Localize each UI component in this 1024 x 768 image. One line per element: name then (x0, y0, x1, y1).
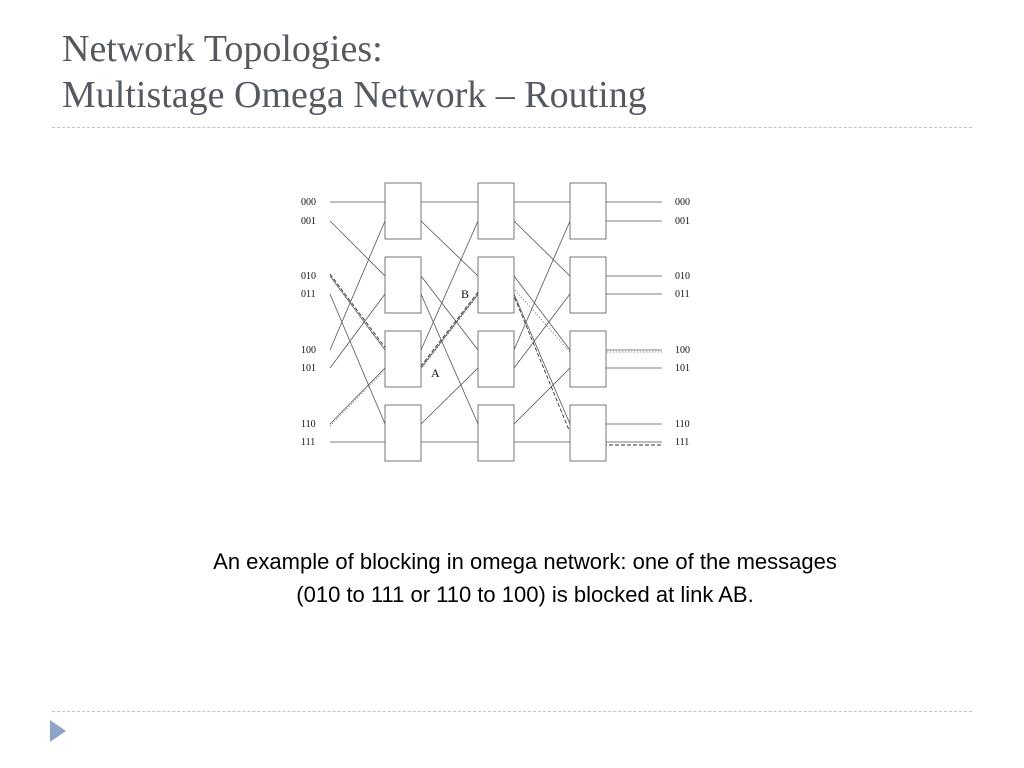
switch-box (477, 256, 515, 314)
shuffle-link (329, 293, 386, 425)
output-port-label: 010 (675, 271, 690, 282)
shuffle-link (513, 293, 571, 425)
network-wires (329, 201, 662, 443)
shuffle-link (420, 275, 479, 351)
input-port-label: 101 (301, 363, 316, 374)
slide-title-line-2: Multistage Omega Network – Routing (62, 74, 647, 116)
output-port-label: 100 (675, 345, 690, 356)
switch-box (569, 256, 607, 314)
caption-line-1: An example of blocking in omega network:… (213, 549, 837, 574)
input-port-label: 111 (301, 437, 315, 448)
shuffle-link (329, 220, 386, 351)
input-port-label: 100 (301, 345, 316, 356)
input-port-label: 001 (301, 216, 316, 227)
output-port-label: 111 (675, 437, 689, 448)
footer-divider (52, 711, 972, 712)
shuffle-link (513, 367, 571, 425)
output-port-label: 101 (675, 363, 690, 374)
switch-box (477, 182, 515, 240)
switch-box (569, 330, 607, 388)
shuffle-link (420, 220, 479, 351)
slide-caption: An example of blocking in omega network:… (110, 545, 940, 611)
node-b-label: B (461, 287, 469, 301)
output-port-label: 001 (675, 216, 690, 227)
shuffle-link (513, 275, 571, 351)
switch-boxes (384, 182, 607, 462)
shuffle-link (329, 293, 386, 369)
switch-box (477, 330, 515, 388)
input-port-label: 011 (301, 289, 316, 300)
switch-box (384, 330, 422, 388)
switch-box (384, 256, 422, 314)
shuffle-link (420, 293, 479, 369)
port-labels: 000 001 010 011 100 101 110 111 000 001 010 011 100 1… (301, 197, 690, 448)
shuffle-link (420, 220, 479, 277)
output-port-label: 011 (675, 289, 690, 300)
shuffle-link (420, 367, 479, 425)
shuffle-link (329, 220, 386, 277)
input-port-label: 000 (301, 197, 316, 208)
slide-title: Network Topologies: Multistage Omega Net… (62, 26, 647, 118)
caption-line-2: (010 to 111 or 110 to 100) is blocked at… (296, 582, 754, 607)
switch-box (569, 182, 607, 240)
input-port-label: 010 (301, 271, 316, 282)
switch-box (384, 404, 422, 462)
node-a-label: A (431, 366, 440, 380)
output-port-label: 000 (675, 197, 690, 208)
slide-title-line-1: Network Topologies: (62, 28, 383, 70)
shuffle-link (513, 220, 571, 277)
shuffle-link (329, 275, 386, 351)
switch-box (477, 404, 515, 462)
shuffle-link (329, 367, 386, 425)
omega-network-diagram: 000 001 010 011 100 101 110 111 000 001 010 011 100 1… (301, 182, 690, 462)
bullet-arrow-icon (50, 720, 66, 742)
switch-box (384, 182, 422, 240)
shuffle-link (513, 293, 571, 369)
output-port-label: 110 (675, 419, 690, 430)
title-divider (52, 127, 972, 128)
shuffle-link (513, 220, 571, 351)
input-port-label: 110 (301, 419, 316, 430)
shuffle-link (420, 293, 479, 425)
switch-box (569, 404, 607, 462)
